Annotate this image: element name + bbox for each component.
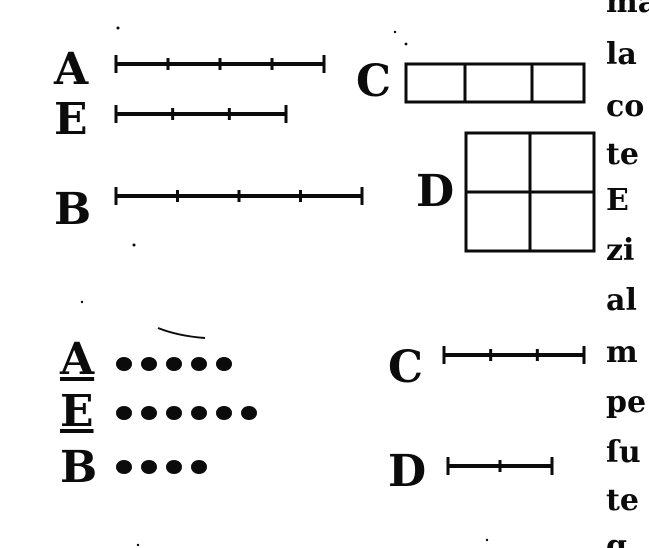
scan-stroke bbox=[157, 327, 206, 339]
segment-d-bottom bbox=[446, 457, 554, 475]
margin-line: ma bbox=[606, 0, 649, 20]
margin-line: co bbox=[606, 89, 645, 124]
margin-line: te bbox=[606, 137, 639, 172]
segment-c-bottom bbox=[442, 346, 586, 364]
segment-b bbox=[114, 187, 364, 205]
dot bbox=[216, 357, 232, 371]
label-a-bottom: A bbox=[60, 334, 95, 385]
dot-row-a bbox=[116, 357, 232, 371]
rectangle-c bbox=[404, 62, 586, 104]
label-e-bottom: E bbox=[60, 386, 94, 437]
label-b-top: B bbox=[54, 184, 92, 235]
segment-e bbox=[114, 105, 288, 123]
top-segments bbox=[114, 55, 364, 205]
margin-line: ſu bbox=[606, 435, 641, 470]
dot bbox=[241, 406, 257, 420]
dot bbox=[166, 406, 182, 420]
segment-a bbox=[114, 55, 326, 73]
margin-line: m bbox=[606, 335, 638, 370]
label-c-bottom: C bbox=[388, 342, 424, 393]
label-b-bottom: B bbox=[60, 442, 98, 493]
dot bbox=[141, 357, 157, 371]
dot bbox=[216, 406, 232, 420]
dot bbox=[116, 357, 132, 371]
dot bbox=[116, 406, 132, 420]
margin-line: la bbox=[606, 37, 637, 72]
dot bbox=[116, 460, 132, 474]
label-d-bottom: D bbox=[388, 446, 427, 497]
dot bbox=[141, 406, 157, 420]
dot bbox=[191, 460, 207, 474]
dot bbox=[191, 357, 207, 371]
dot bbox=[191, 406, 207, 420]
dot-rows bbox=[116, 357, 257, 474]
label-c-top: C bbox=[356, 56, 392, 107]
margin-line: E bbox=[606, 183, 629, 218]
dot bbox=[166, 357, 182, 371]
margin-line: g bbox=[606, 529, 627, 548]
dot-row-e bbox=[116, 406, 257, 420]
dot-row-b bbox=[116, 460, 207, 474]
margin-line: te bbox=[606, 483, 639, 518]
margin-line: zi bbox=[606, 233, 635, 268]
square-d bbox=[464, 131, 596, 253]
label-e-top: E bbox=[54, 94, 88, 145]
label-d-top: D bbox=[416, 166, 455, 217]
dot bbox=[141, 460, 157, 474]
dot bbox=[166, 460, 182, 474]
margin-line: pe bbox=[606, 385, 647, 420]
margin-line: al bbox=[606, 283, 637, 318]
scan-specks bbox=[80, 26, 489, 547]
label-a-top: A bbox=[54, 44, 89, 95]
bottom-segments bbox=[442, 346, 586, 475]
